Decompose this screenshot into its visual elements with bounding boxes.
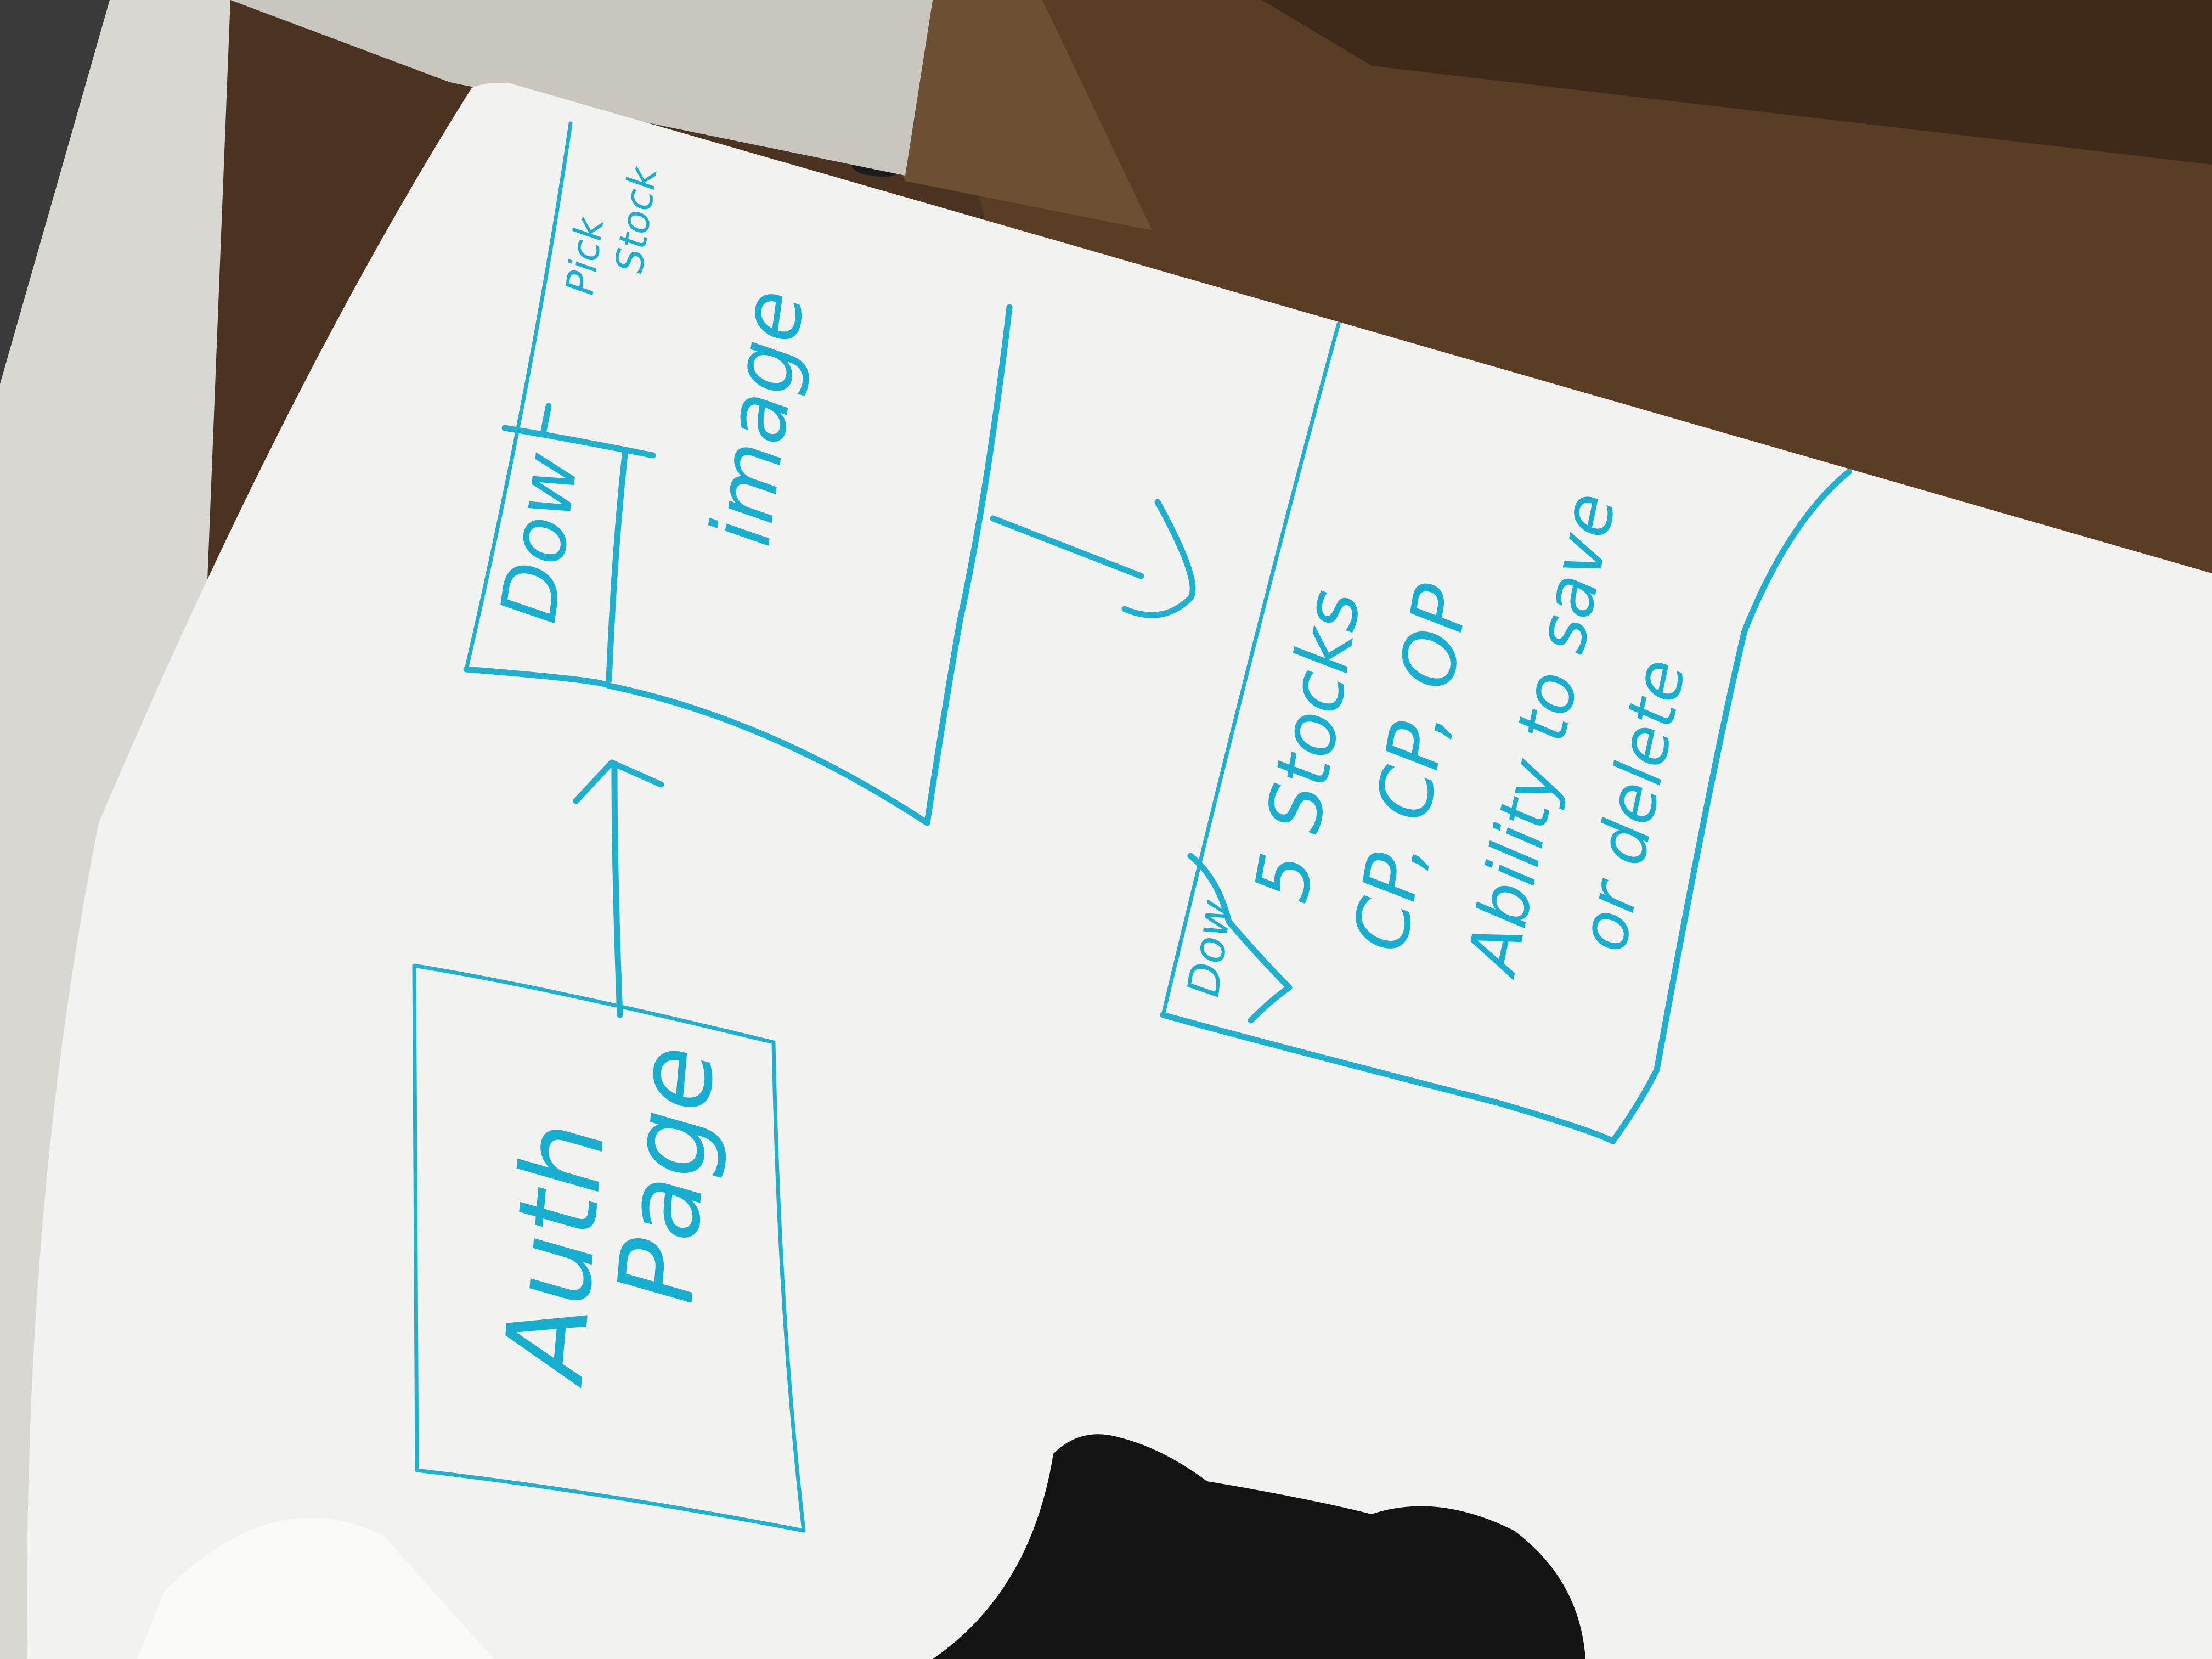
arrow-auth-to-dashboard	[573, 759, 664, 1018]
arrow-dashboard-to-stocks	[990, 499, 1196, 618]
auth-page-box	[412, 963, 806, 1533]
dashboard-corner-note-line1: Pick	[557, 213, 613, 297]
dashboard-box	[463, 121, 1013, 826]
whiteboard	[27, 83, 2212, 1659]
cloth	[933, 1434, 1585, 1659]
stock-panel-box	[1160, 321, 1852, 1144]
auth-page-label-line2: Page	[595, 1041, 738, 1308]
auth-page-label-line1: Auth	[480, 1118, 630, 1391]
whiteboard-glare	[137, 1517, 494, 1659]
